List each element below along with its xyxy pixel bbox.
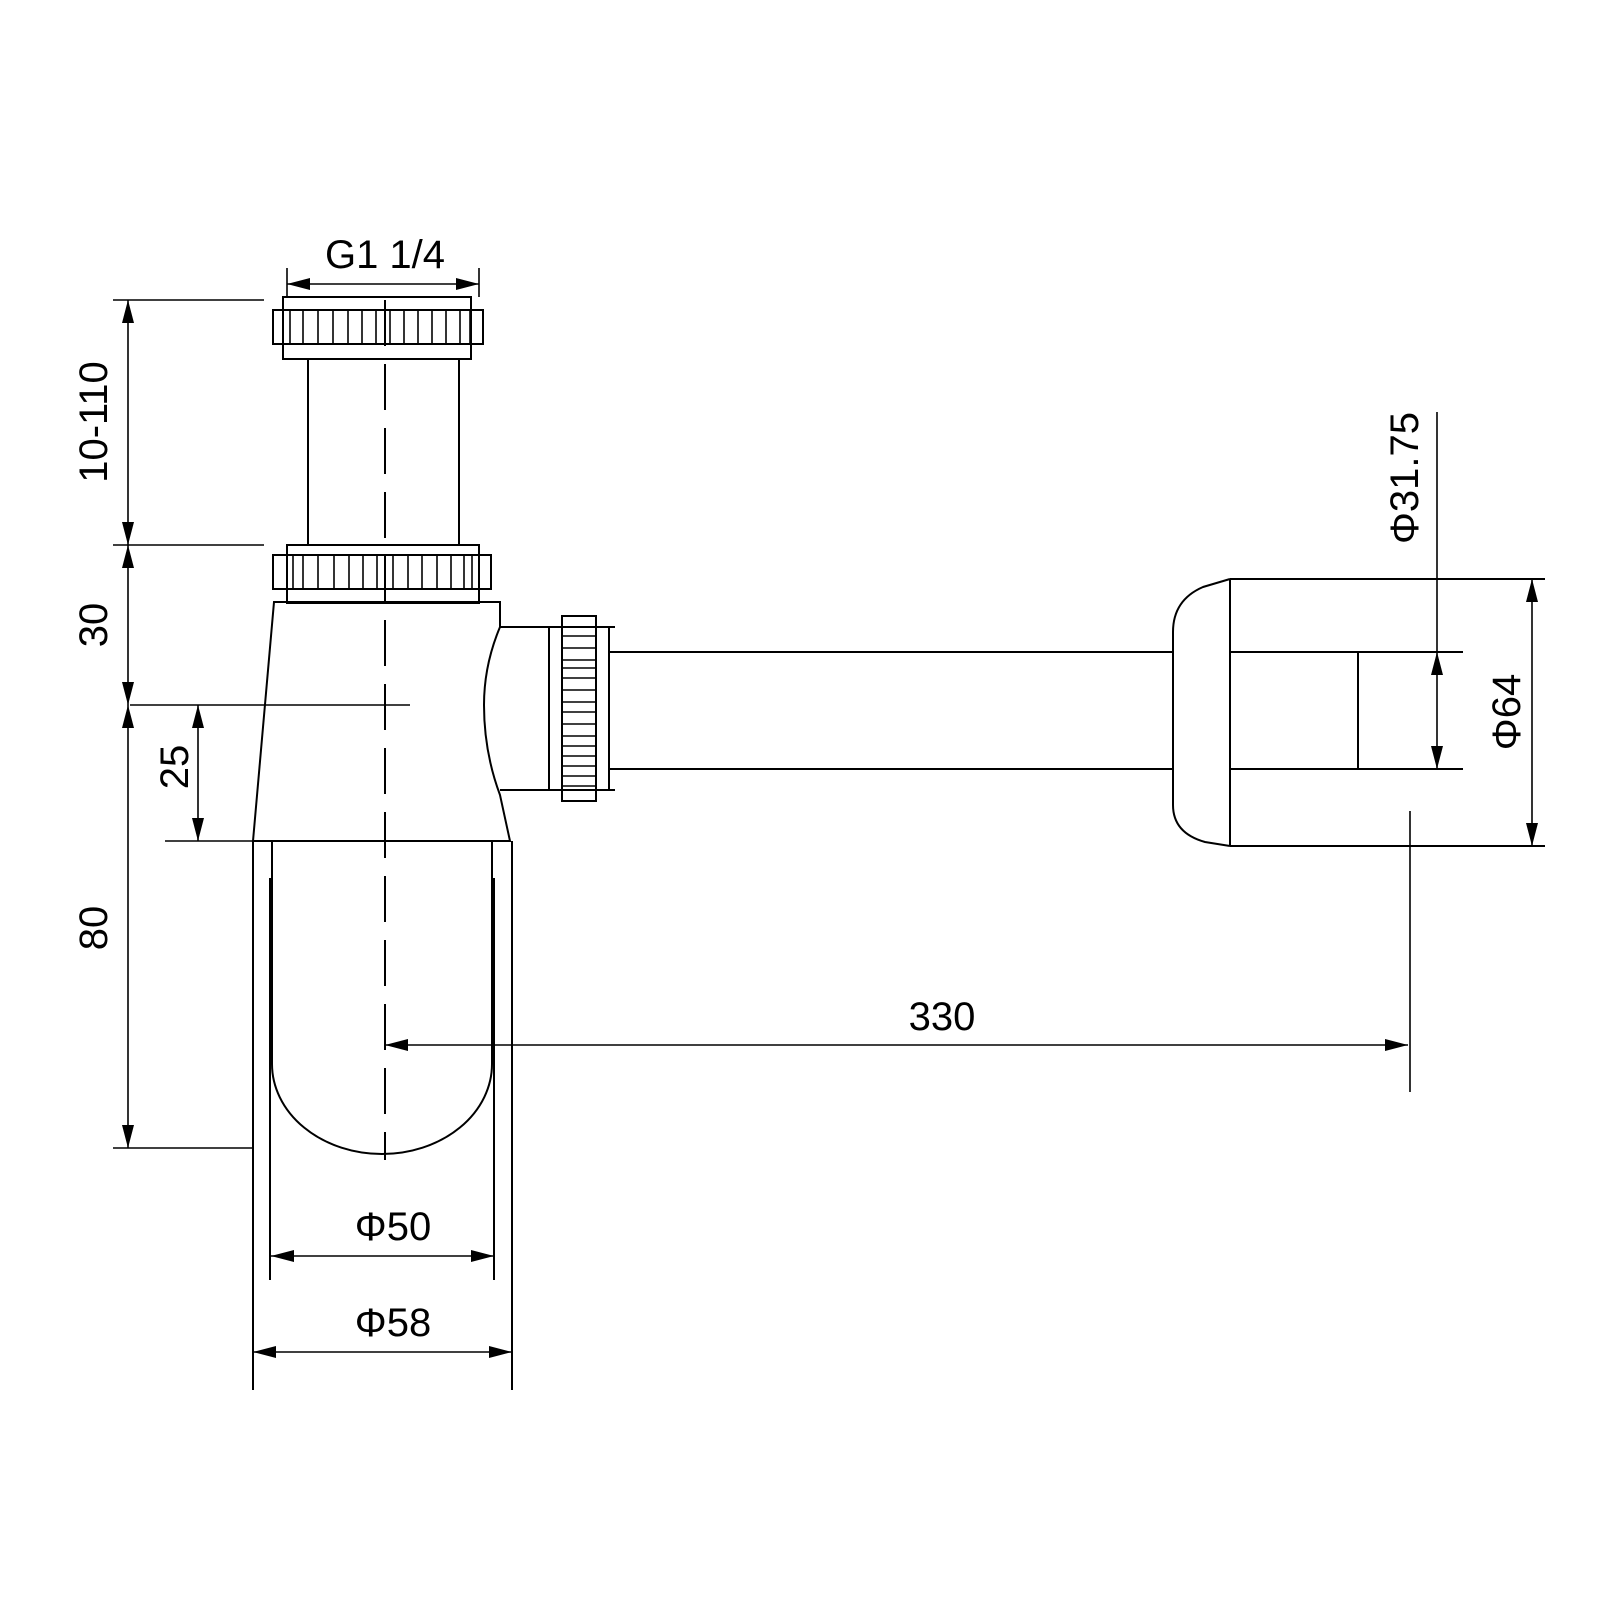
dimension-outer-diameter: Φ58 — [253, 1301, 512, 1358]
label-outer-diameter: Φ58 — [355, 1301, 431, 1345]
bottle-cup — [252, 841, 513, 1390]
label-nut-height: 30 — [72, 603, 116, 648]
top-nut — [272, 296, 484, 360]
label-pipe-diameter: Φ31.75 — [1383, 412, 1427, 544]
extension-tube — [307, 359, 460, 545]
horizontal-pipe — [609, 651, 1173, 770]
label-flange-diameter: Φ64 — [1485, 674, 1529, 750]
label-horizontal-length: 330 — [909, 995, 976, 1039]
label-outlet-offset: 25 — [153, 745, 197, 790]
trap-body — [251, 601, 512, 842]
dimension-pipe-diameter: Φ31.75 — [1383, 412, 1443, 769]
wall-flange — [1172, 578, 1545, 847]
dimension-inner-diameter: Φ50 — [271, 1205, 494, 1262]
label-inner-diameter: Φ50 — [355, 1205, 431, 1249]
dimension-left-chain: 10-110 30 80 — [72, 299, 410, 1149]
dimension-thread: G1 1/4 — [286, 233, 480, 297]
dimension-outlet-offset: 25 — [153, 705, 253, 842]
label-body-height: 80 — [72, 906, 116, 951]
middle-nut — [272, 544, 492, 604]
outlet-connector — [500, 615, 615, 802]
dimension-horizontal-length: 330 — [385, 811, 1411, 1092]
label-extension-height: 10-110 — [72, 361, 116, 483]
label-thread: G1 1/4 — [325, 233, 445, 277]
dimension-flange-diameter: Φ64 — [1485, 579, 1538, 846]
